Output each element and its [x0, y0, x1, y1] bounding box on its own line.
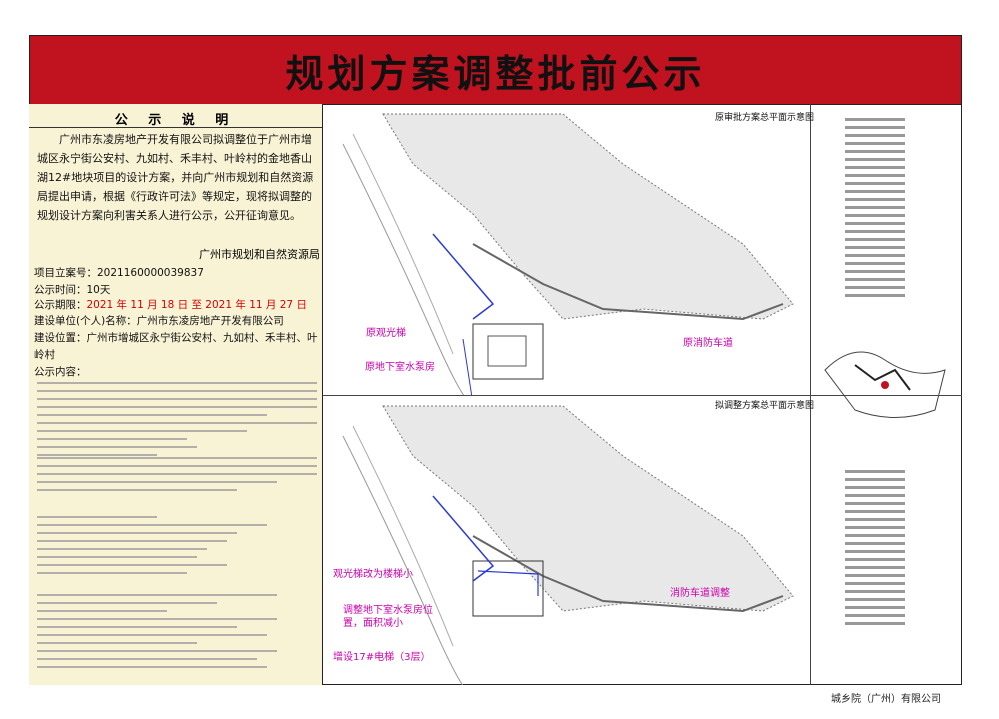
content-text-block: [37, 382, 317, 462]
notice-period: 公示期限：2021 年 11 月 18 日 至 2021 年 11 月 27 日: [34, 297, 307, 312]
content-label: 公示内容：: [34, 366, 87, 378]
annotation-old-pump-room: 原地下室水泵房: [365, 362, 435, 373]
map-divider-horizontal: [323, 395, 962, 396]
notice-panel: 公 示 说 明 广州市东凌房地产开发有限公司拟调整位于广州市增城区永宁街公安村、…: [29, 104, 323, 685]
annotation-elevator-to-stair: 观光梯改为楼梯小: [333, 569, 413, 580]
period-label: 公示期限：: [34, 299, 87, 311]
notice-signature: 广州市规划和自然资源局: [199, 248, 320, 261]
period-value: 2021 年 11 月 18 日 至 2021 年 11 月 27 日: [86, 299, 307, 311]
notice-duration: 公示时间：10天: [34, 284, 111, 296]
company-name: 城乡院（广州）有限公司: [831, 694, 941, 705]
annotation-new-fire-lane: 消防车道调整: [670, 588, 730, 599]
annotation-new-elevator: 增设17#电梯（3层）: [333, 652, 431, 663]
upper-data-table: [845, 118, 905, 302]
annotation-old-elevator: 原观光梯: [366, 328, 406, 339]
instructions-text-block-2: [37, 594, 317, 674]
page-title: 规划方案调整批前公示: [285, 50, 706, 96]
title-bar: 规划方案调整批前公示: [29, 35, 962, 105]
location-line-2: 岭村: [34, 349, 55, 361]
notice-heading: 公 示 说 明: [29, 104, 322, 128]
upper-map-caption: 原审批方案总平面示意图: [715, 113, 815, 123]
notice-body: 广州市东凌房地产开发有限公司拟调整位于广州市增城区永宁街公安村、九如村、禾丰村、…: [37, 133, 314, 222]
upper-site-plan: [342, 113, 794, 395]
lower-data-table: [845, 470, 905, 630]
applicant-name: 建设单位(个人)名称：广州市东凌房地产开发有限公司: [34, 315, 284, 327]
location-line-1: 建设位置：广州市增城区永宁街公安村、九如村、禾丰村、叶: [34, 332, 318, 344]
project-number: 项目立案号：2021160000039837: [34, 267, 204, 279]
lower-map-caption: 拟调整方案总平面示意图: [715, 401, 815, 411]
lower-site-plan: [342, 405, 794, 685]
annotation-new-pump-room: 调整地下室水泵房位置，面积减小: [343, 605, 433, 629]
annotation-old-fire-lane: 原消防车道: [683, 338, 733, 349]
location-key-map: [824, 351, 946, 418]
map-divider-vertical: [810, 104, 811, 685]
instructions-text-block: [37, 516, 317, 580]
content-text-block-2: [37, 457, 317, 497]
